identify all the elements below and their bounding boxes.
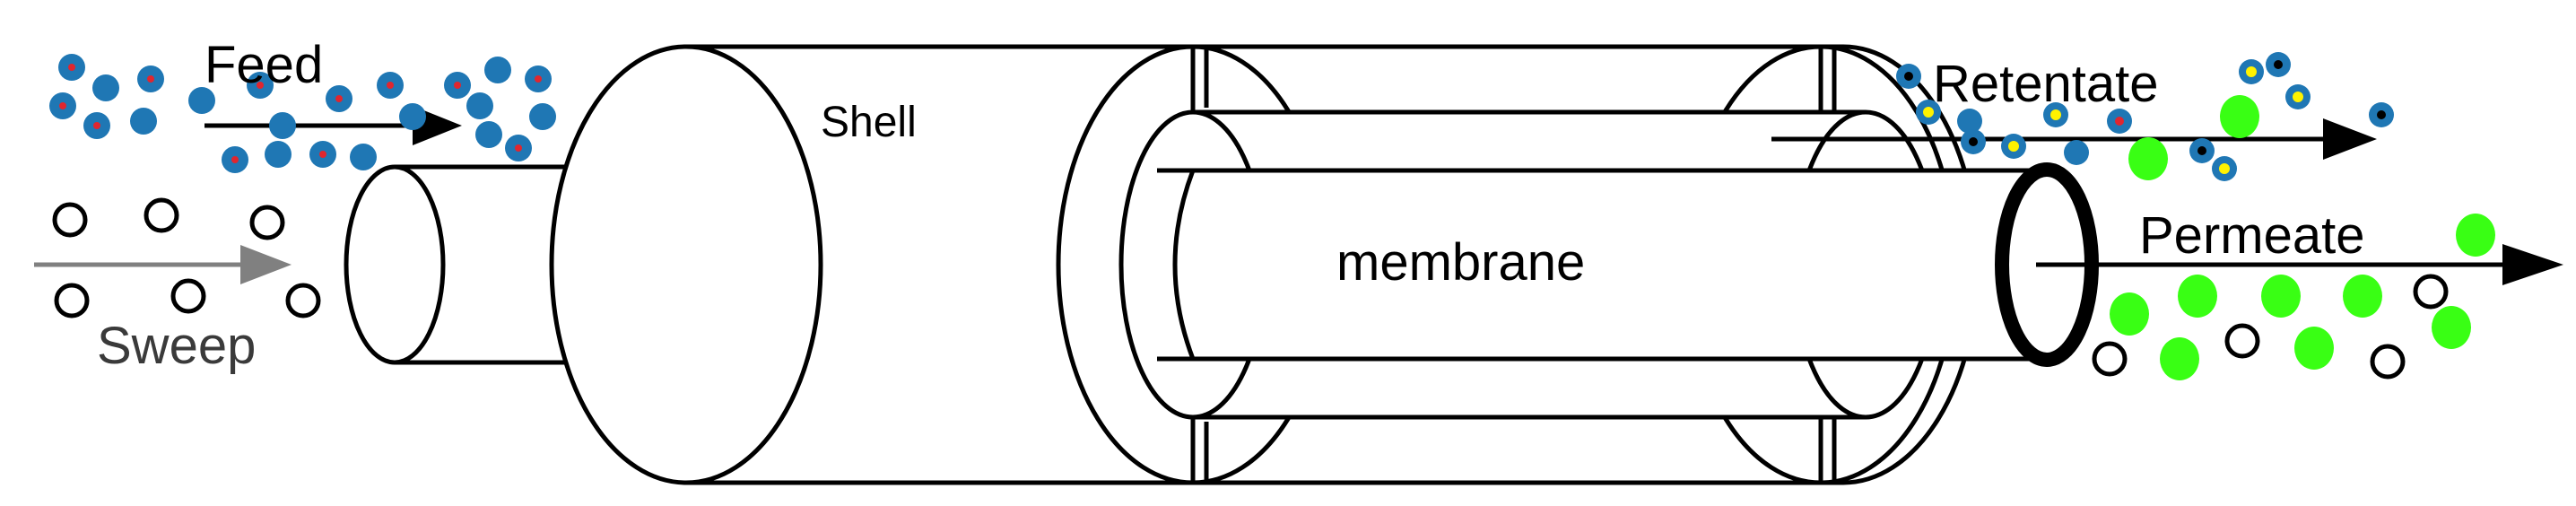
membrane-label: membrane <box>1336 233 1585 292</box>
feed-particles <box>49 54 556 173</box>
retentate-particles <box>1896 52 2394 181</box>
feed-particle <box>466 92 493 119</box>
sweep-label: Sweep <box>97 317 256 375</box>
permeate-arrow <box>2036 244 2563 285</box>
feed-particle <box>484 57 511 83</box>
retentate-label: Retentate <box>1933 55 2159 113</box>
feed-particle <box>188 87 215 114</box>
feed-particle <box>475 121 502 148</box>
shell-label: Shell <box>821 99 917 146</box>
retentate-arrow <box>1771 118 2377 160</box>
feed-particle <box>529 103 556 130</box>
feed-particle <box>269 112 296 139</box>
permeate-label: Permeate <box>2139 206 2364 265</box>
feed-particle <box>399 103 426 130</box>
inlet-tube <box>344 164 577 365</box>
sweep-arrow <box>34 245 292 284</box>
permeate-particles <box>2092 214 2495 380</box>
feed-label: Feed <box>205 36 323 94</box>
membrane-tube <box>1148 168 2045 362</box>
feed-particle <box>265 141 292 168</box>
feed-particle <box>350 144 377 170</box>
sweep-particles <box>52 197 321 318</box>
feed-particle <box>92 74 119 101</box>
feed-particle <box>130 108 157 135</box>
